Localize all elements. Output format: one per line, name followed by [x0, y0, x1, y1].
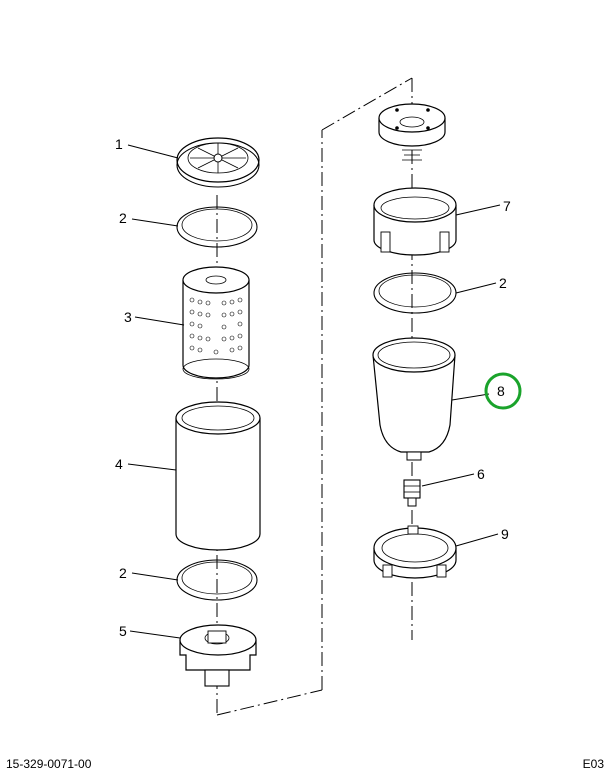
sheet-code: E03: [582, 757, 604, 771]
callout-7: 7: [503, 198, 511, 214]
callout-9: 9: [501, 526, 509, 542]
part-collar-nut: [373, 187, 457, 256]
callout-2-upper-left: 2: [119, 210, 127, 226]
callout-2-lower-left: 2: [119, 565, 127, 581]
part-filter-element: [182, 266, 250, 380]
callout-6: 6: [477, 466, 485, 482]
part-base-fitting: [179, 624, 257, 687]
document-number: 15-329-0071-00: [6, 757, 92, 771]
part-retaining-ring: [373, 525, 457, 579]
callout-1: 1: [115, 136, 123, 152]
callout-5: 5: [119, 623, 127, 639]
part-drain-valve: [403, 479, 421, 507]
callout-3: 3: [124, 309, 132, 325]
callout-8-highlight-ring: [484, 372, 522, 410]
callout-2-right: 2: [499, 275, 507, 291]
callout-4: 4: [115, 456, 123, 472]
part-clear-bowl: [372, 337, 456, 461]
part-o-ring-right: [373, 272, 457, 314]
part-o-ring-upper-left: [176, 206, 258, 248]
part-adapter-plate: [378, 103, 446, 161]
leader-lines: [127, 144, 501, 639]
part-cylinder-housing: [175, 401, 261, 551]
callout-8: 8: [497, 383, 505, 399]
part-cover-cap: [176, 137, 260, 188]
